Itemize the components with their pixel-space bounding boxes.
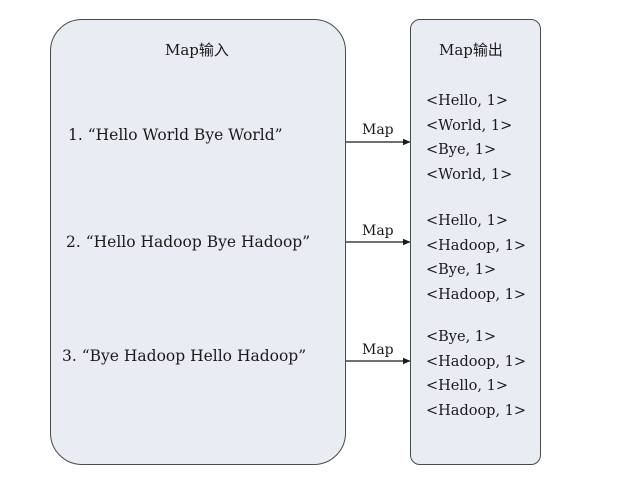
output-pair: <Hello, 1> xyxy=(426,213,508,229)
map-arrow-3-label: Map xyxy=(362,342,394,358)
output-pair: <Bye, 1> xyxy=(426,142,497,158)
output-pair: <World, 1> xyxy=(426,117,513,134)
output-pair: <Hello, 1> xyxy=(426,378,508,394)
output-pair: <Bye, 1> xyxy=(426,262,497,278)
map-output-panel: Map输出 <Hello, 1> <World, 1> <Bye, 1> <Wo… xyxy=(410,19,541,465)
map-input-title: Map输入 xyxy=(165,41,229,59)
output-pair: <Hadoop, 1> xyxy=(426,237,527,254)
output-pair: <World, 1> xyxy=(426,166,513,183)
output-group-2: <Hello, 1> <Hadoop, 1> <Bye, 1> <Hadoop,… xyxy=(426,209,526,307)
input-line-1: 1. “Hello World Bye World” xyxy=(68,126,283,144)
map-arrow-1-label: Map xyxy=(362,122,394,138)
input-line-3: 3. “Bye Hadoop Hello Hadoop” xyxy=(62,347,307,365)
map-input-panel: Map输入 1. “Hello World Bye World” 2. “Hel… xyxy=(50,19,346,465)
input-line-2: 2. “Hello Hadoop Bye Hadoop” xyxy=(66,233,311,251)
output-pair: <Bye, 1> xyxy=(426,329,497,345)
output-group-3: <Bye, 1> <Hadoop, 1> <Hello, 1> <Hadoop,… xyxy=(426,325,526,423)
output-pair: <Hadoop, 1> xyxy=(426,353,527,370)
output-pair: <Hadoop, 1> xyxy=(426,402,527,419)
output-pair: <Hadoop, 1> xyxy=(426,286,527,303)
map-output-title: Map输出 xyxy=(439,41,503,59)
map-arrow-2-label: Map xyxy=(362,223,394,239)
output-pair: <Hello, 1> xyxy=(426,93,508,109)
output-group-1: <Hello, 1> <World, 1> <Bye, 1> <World, 1… xyxy=(426,89,512,187)
